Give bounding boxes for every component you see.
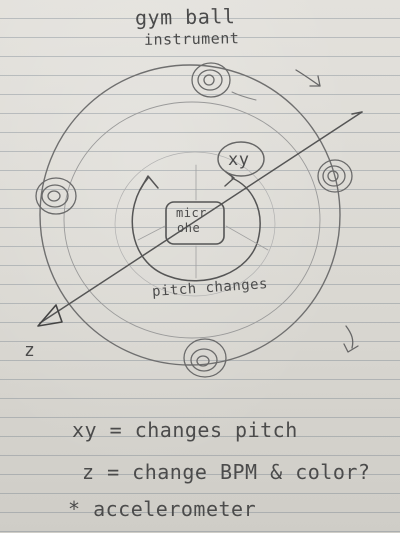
spoke-line — [225, 225, 269, 251]
xy-sensor-circle — [217, 141, 265, 177]
speaker-spiral-right — [317, 159, 353, 193]
xy-label: xy — [228, 150, 250, 170]
outer-arrow-top-right-head — [309, 75, 321, 87]
inner-ring — [63, 101, 321, 339]
microphone-core-box — [165, 201, 225, 245]
z-axis-line — [39, 111, 363, 324]
outer-arrow-bottom-right-head — [343, 343, 359, 353]
z-axis-label: z — [24, 340, 36, 361]
speaker-spiral-left — [35, 177, 77, 215]
outer-arrow-bottom-right — [345, 325, 354, 349]
middle-ring — [114, 151, 276, 297]
rotation-arrow — [131, 177, 261, 282]
note-xy-pitch: xy = changes pitch — [72, 418, 298, 442]
note-z-bpm-color: z = change BPM & color? — [82, 460, 371, 484]
speaker-spiral-bottom — [183, 338, 227, 378]
z-axis-arrowhead — [37, 304, 63, 327]
z-axis-tick — [351, 111, 363, 115]
rotation-arrow-head-left — [139, 175, 159, 191]
spoke-line — [137, 225, 166, 241]
note-accelerometer: * accelerometer — [68, 497, 257, 521]
core-label-line-1: micr — [176, 206, 207, 220]
speaker-spiral-top — [191, 62, 231, 98]
outer-arrow-top-right — [295, 69, 321, 87]
core-label-line-2: ohe — [177, 221, 201, 235]
outer-arrow-top — [231, 91, 257, 101]
outer-ball-circle — [39, 64, 341, 366]
